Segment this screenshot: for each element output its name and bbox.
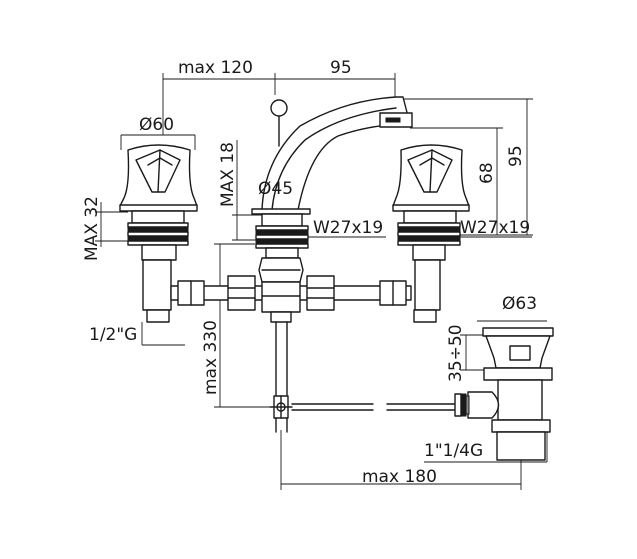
label-thread-left: W27x19	[313, 218, 383, 238]
label-range-35-50: 35÷50	[446, 324, 466, 382]
label-spout-95: 95	[330, 58, 352, 78]
label-outlet: 1"1/4G	[424, 441, 483, 461]
popup-drain	[454, 327, 554, 461]
label-dia-63: Ø63	[502, 294, 537, 314]
label-inlet: 1/2"G	[89, 325, 137, 345]
right-valve	[392, 144, 470, 323]
popup-rod	[269, 395, 456, 433]
label-height-68: 68	[477, 162, 497, 184]
label-dia-60: Ø60	[139, 115, 174, 135]
label-max-18: MAX 18	[218, 142, 238, 207]
left-valve	[119, 144, 198, 323]
label-height-95: 95	[506, 145, 526, 167]
label-max-180: max 180	[362, 467, 437, 487]
label-max-330: max 330	[201, 320, 221, 395]
label-thread-right: W27x19	[460, 218, 530, 238]
connecting-pipe	[170, 275, 412, 396]
label-max-32: MAX 32	[82, 196, 102, 261]
label-max-120: max 120	[178, 58, 253, 78]
dimension-labels: max 120 95 Ø60 Ø45 W27x19 W27x19 1/2"G Ø…	[82, 58, 537, 487]
center-spout	[251, 96, 413, 283]
label-dia-45: Ø45	[258, 179, 293, 199]
